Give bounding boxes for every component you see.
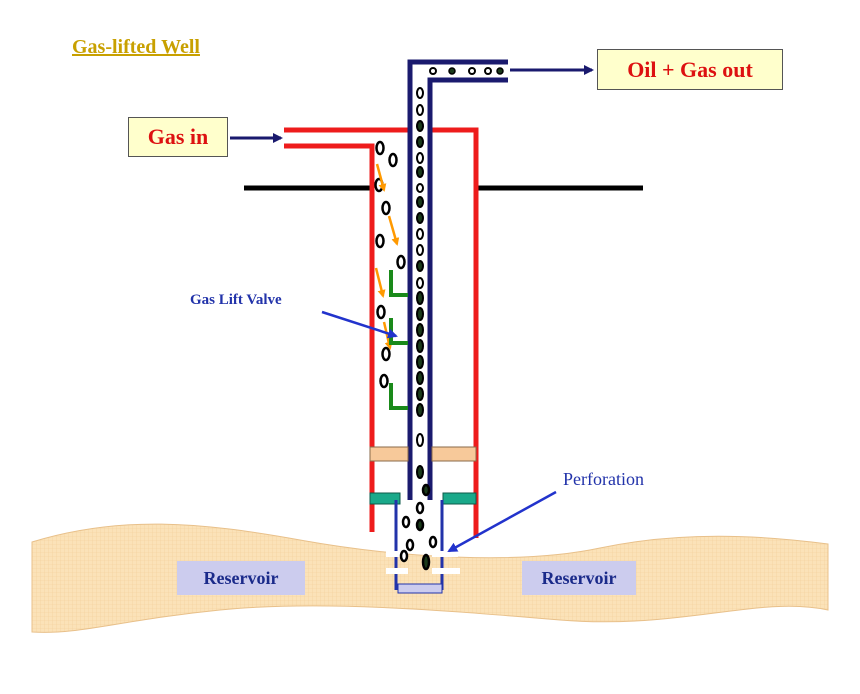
- bottom-bubbles: [399, 483, 438, 571]
- tubing-bubbles: [416, 87, 424, 479]
- annulus-gas-bubbles: [374, 140, 406, 389]
- perforation-label: Perforation: [563, 469, 644, 489]
- gas-lift-valve-label: Gas Lift Valve: [190, 292, 282, 308]
- oil-gas-out-label: Oil + Gas out: [597, 49, 783, 90]
- gas-lift-valves: [389, 270, 408, 410]
- reservoir-formation: [31, 523, 829, 633]
- perforation-pointer: [447, 490, 557, 553]
- outlet-bubbles: [429, 67, 504, 75]
- gas-lift-valve-pointer: [321, 310, 398, 339]
- casing: [284, 127, 479, 538]
- wellbore-liner: [394, 500, 444, 590]
- packer: [369, 446, 477, 462]
- reservoir-label-right: Reservoir: [522, 561, 636, 595]
- reservoir-label-left: Reservoir: [177, 561, 305, 595]
- tubing: [407, 59, 508, 500]
- perforation-slots: [386, 551, 460, 574]
- diagram-title: Gas-lifted Well: [72, 36, 200, 58]
- gas-in-label: Gas in: [128, 117, 228, 157]
- seals: [369, 492, 477, 505]
- wellbore-bottom: [397, 583, 443, 594]
